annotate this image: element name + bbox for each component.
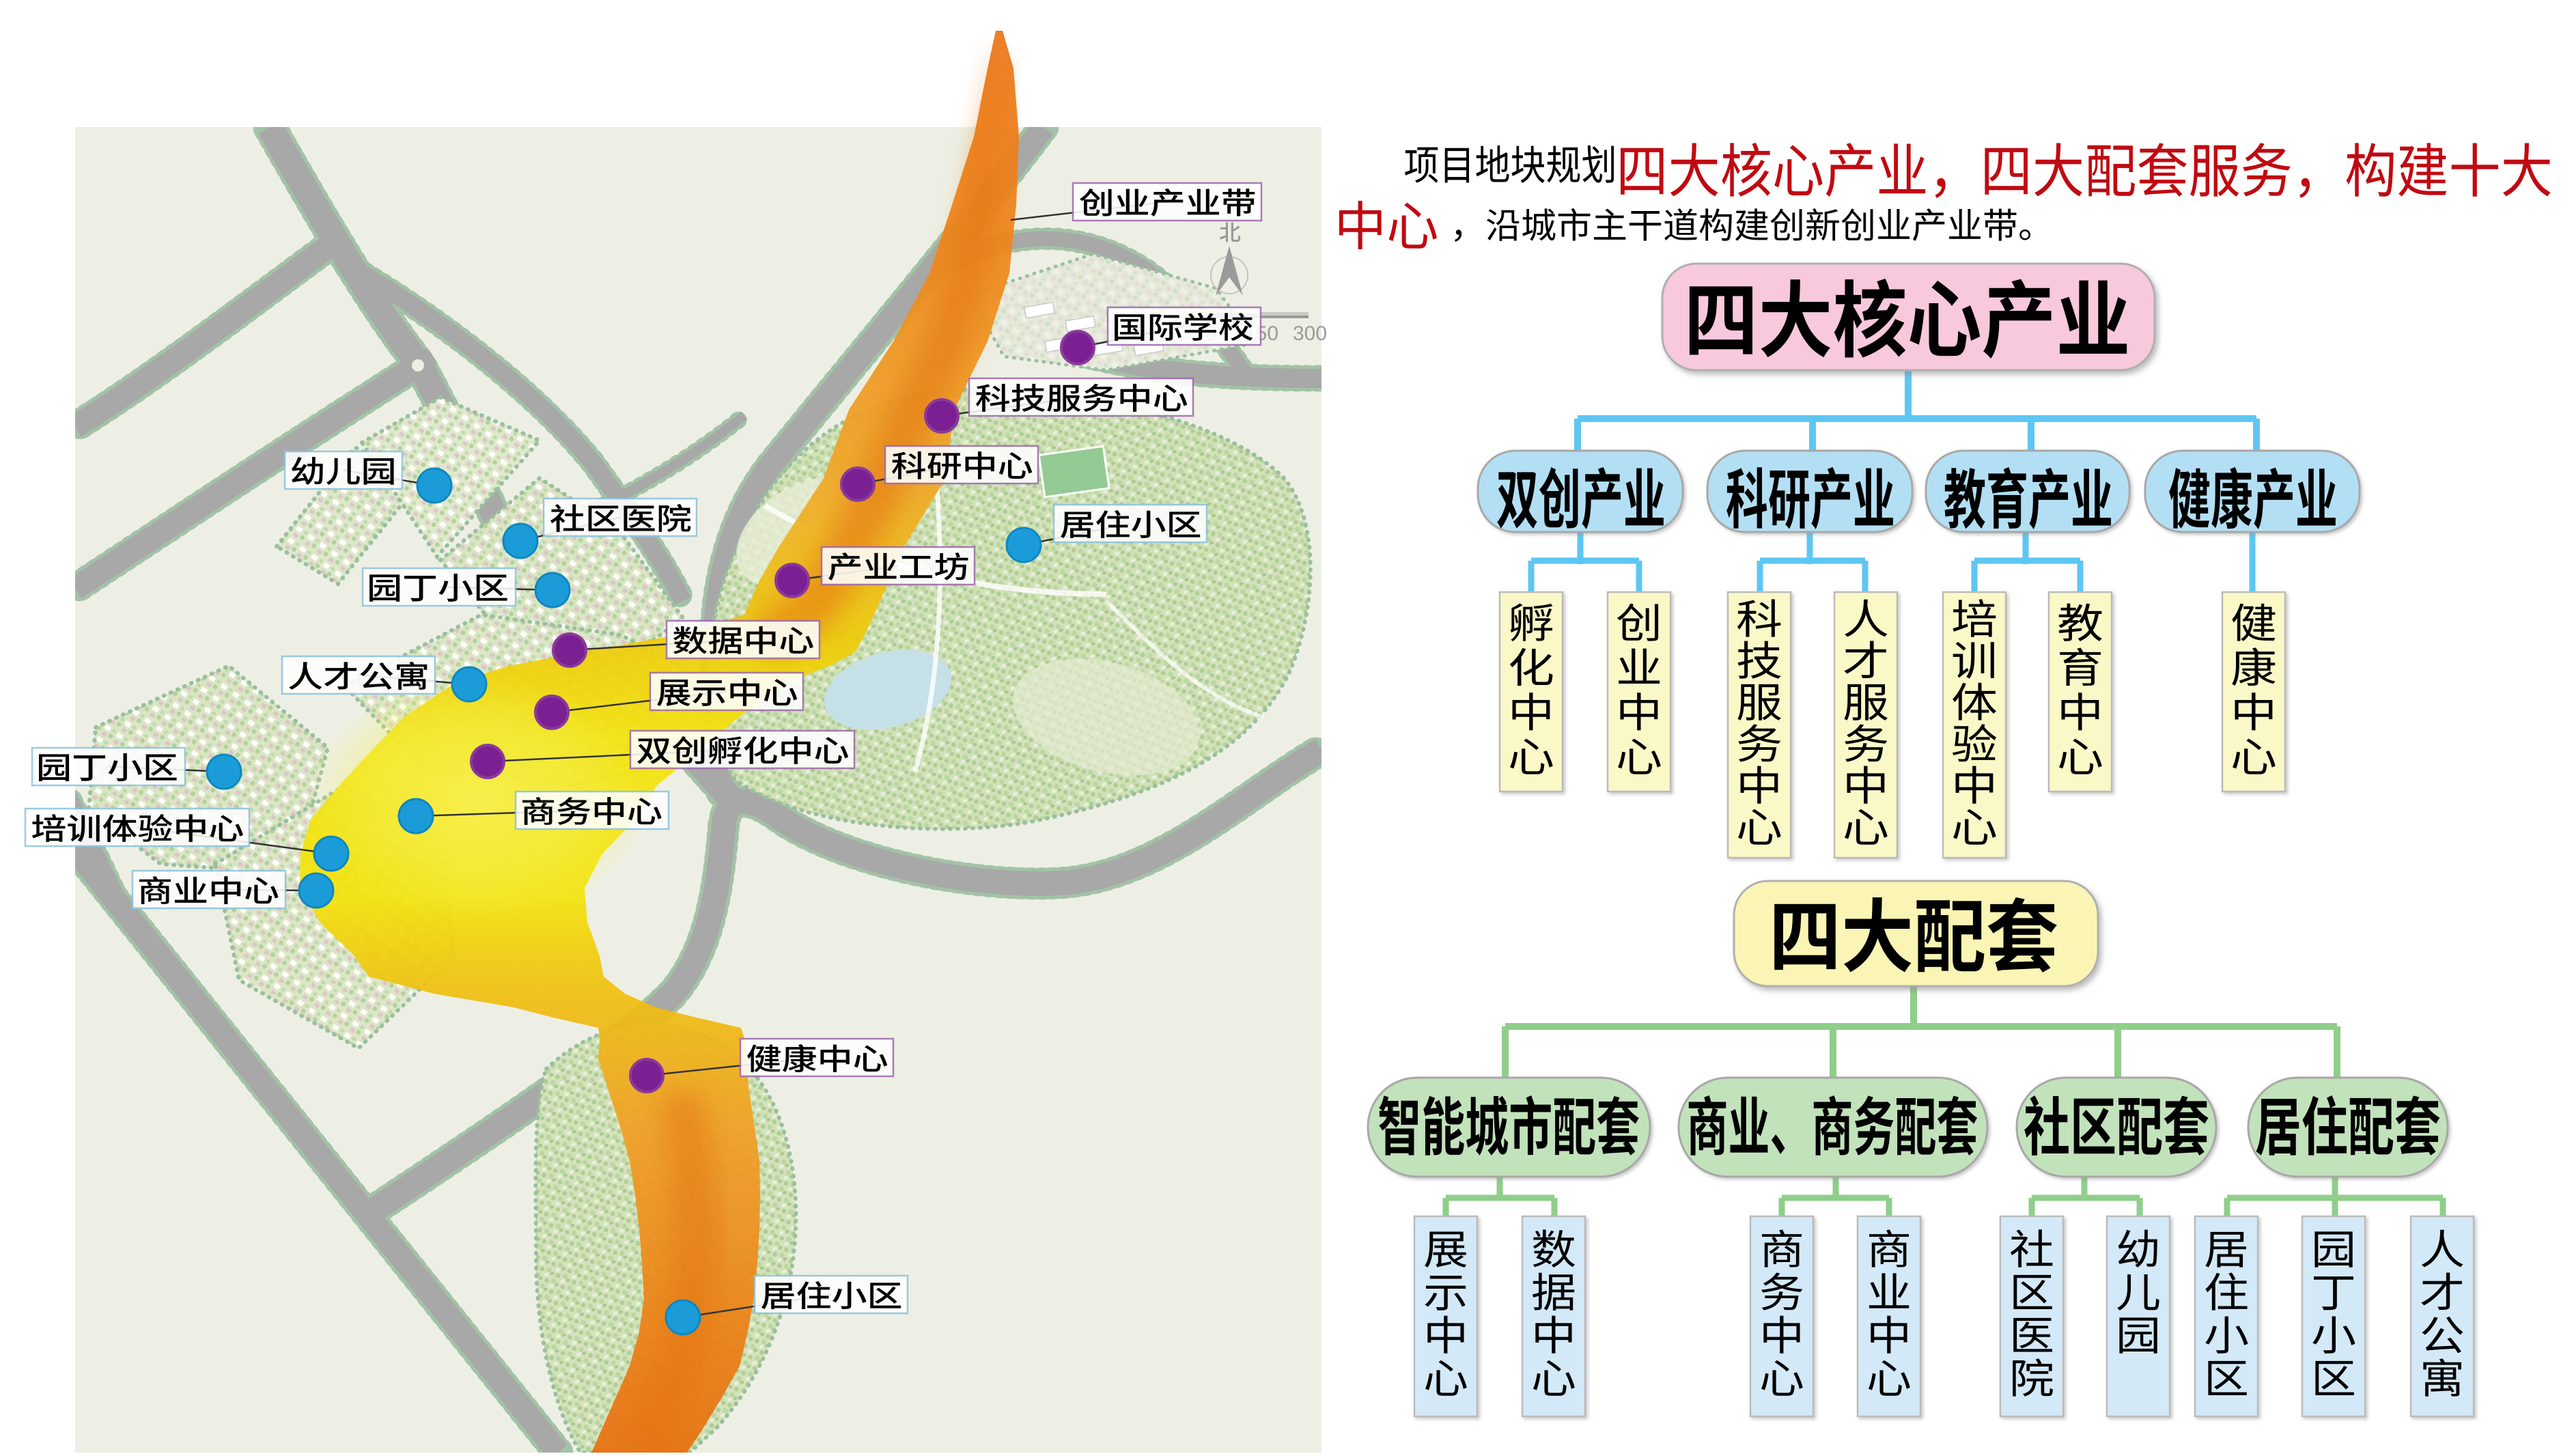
- svg-text:300: 300: [1293, 322, 1327, 345]
